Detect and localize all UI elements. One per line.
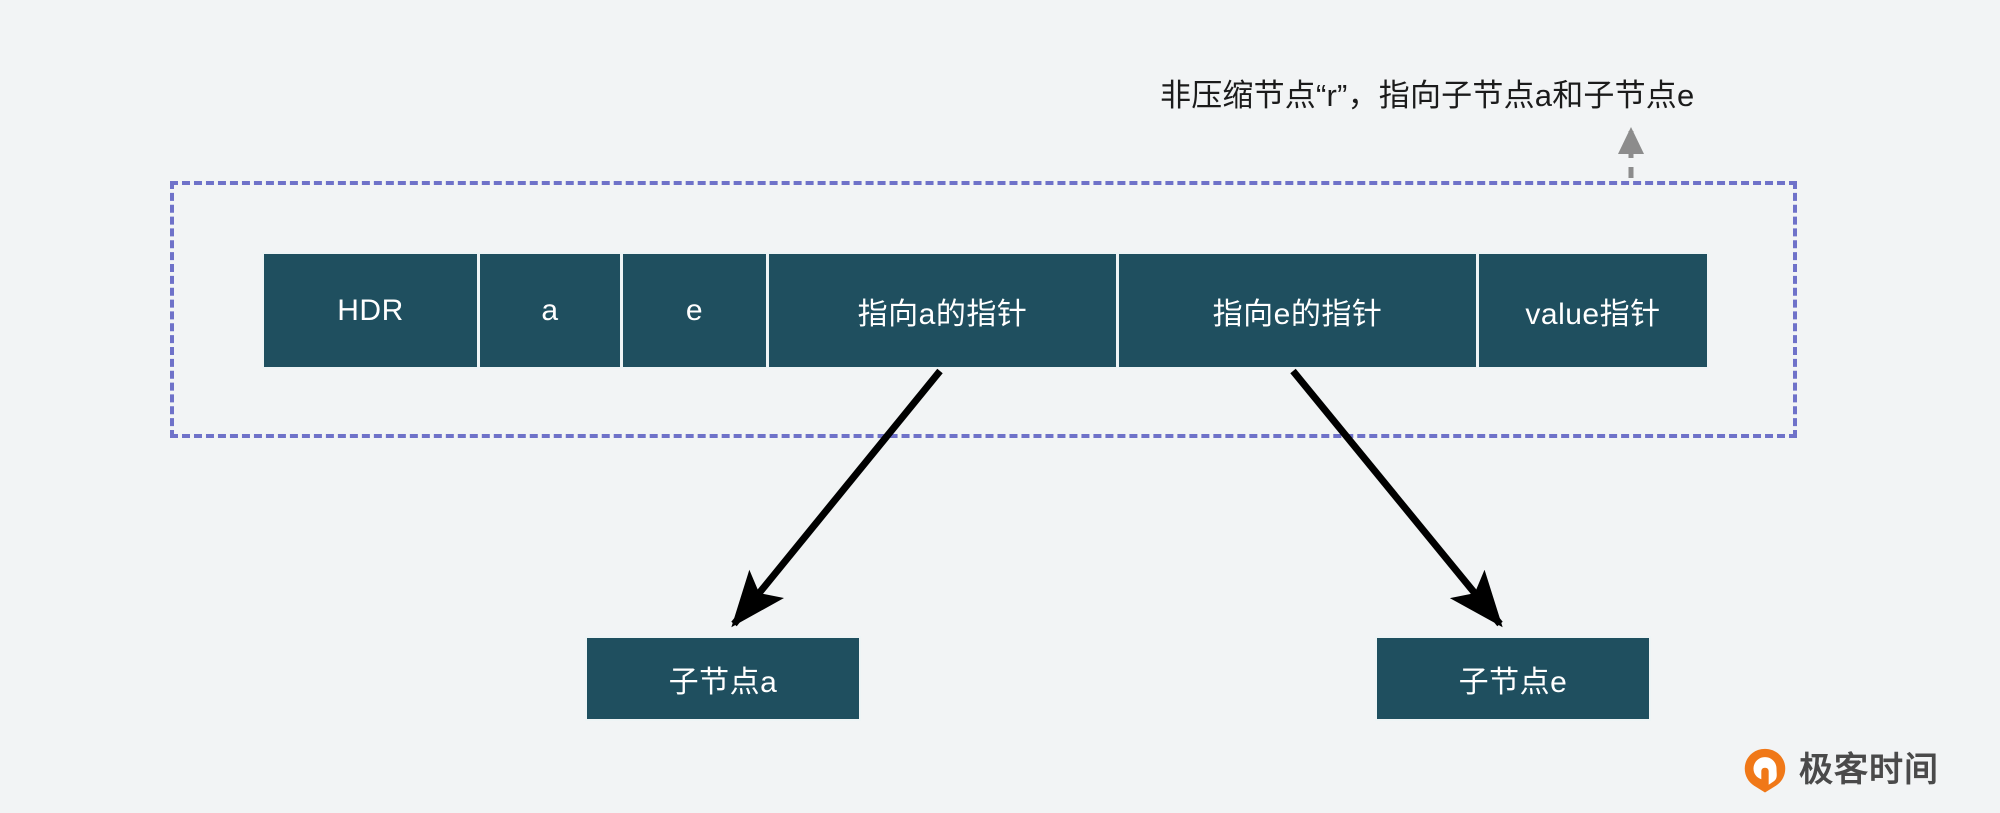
- brand-name: 极客时间: [1799, 751, 1939, 789]
- brand-logo: 极客时间: [1742, 747, 1939, 793]
- annotation-text: 非压缩节点“r”，指向子节点a和子节点e: [1160, 78, 1695, 113]
- node-cell-pointer-a: 指向a的指针: [769, 252, 1119, 369]
- child-node-a-box: 子节点a: [585, 636, 861, 721]
- node-cell-char-e: e: [623, 252, 769, 369]
- node-cell-hdr: HDR: [262, 252, 480, 369]
- node-cell-pointer-e: 指向e的指针: [1119, 252, 1479, 369]
- node-cell-value-pointer: value指针: [1479, 252, 1709, 369]
- node-record-row: HDR a e 指向a的指针 指向e的指针 value指针: [262, 252, 1709, 369]
- node-cell-char-a: a: [480, 252, 623, 369]
- child-node-e-box: 子节点e: [1375, 636, 1651, 721]
- geektime-mark-icon: [1744, 748, 1786, 793]
- node-group-dashed-box: [170, 181, 1797, 438]
